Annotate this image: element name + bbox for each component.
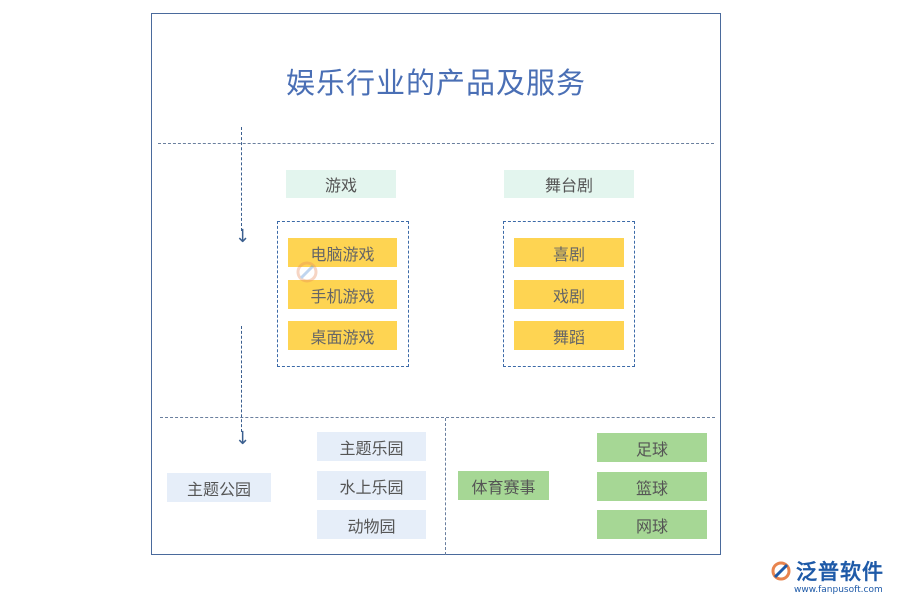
flow-line-lower [241, 326, 242, 432]
watermark-logo-icon [296, 261, 318, 283]
theater-item-dance: 舞蹈 [514, 321, 624, 350]
diagram-title: 娱乐行业的产品及服务 [285, 66, 586, 100]
theater-group [503, 221, 635, 367]
games-item-mobile: 手机游戏 [288, 280, 397, 309]
games-header: 游戏 [286, 170, 396, 198]
games-item-tabletop: 桌面游戏 [288, 321, 397, 350]
flow-arrow-upper-icon: ↓ [235, 226, 251, 247]
sports-header: 体育赛事 [458, 471, 549, 500]
middle-divider [160, 417, 715, 418]
top-divider [158, 143, 714, 144]
bottom-vertical-divider [445, 418, 446, 555]
theater-item-comedy: 喜剧 [514, 238, 624, 267]
parks-item-zoo: 动物园 [317, 510, 426, 539]
brand-logo: 泛普软件 www.fanpusoft.com [770, 556, 884, 595]
sports-item-tennis: 网球 [597, 510, 707, 539]
sports-item-basketball: 篮球 [597, 472, 707, 501]
diagram-frame [151, 13, 721, 555]
theater-header: 舞台剧 [504, 170, 634, 198]
sports-item-football: 足球 [597, 433, 707, 462]
flow-arrow-lower-icon: ↓ [235, 428, 251, 449]
games-item-pc: 电脑游戏 [288, 238, 397, 267]
parks-item-water: 水上乐园 [317, 471, 426, 500]
brand-mark-icon [771, 561, 791, 581]
flow-line-upper [241, 127, 242, 231]
theater-item-drama: 戏剧 [514, 280, 624, 309]
brand-name: 泛普软件 [796, 560, 884, 584]
parks-item-theme: 主题乐园 [317, 432, 426, 461]
parks-header: 主题公园 [167, 473, 271, 502]
brand-url: www.fanpusoft.com [794, 585, 883, 595]
games-group [277, 221, 409, 367]
